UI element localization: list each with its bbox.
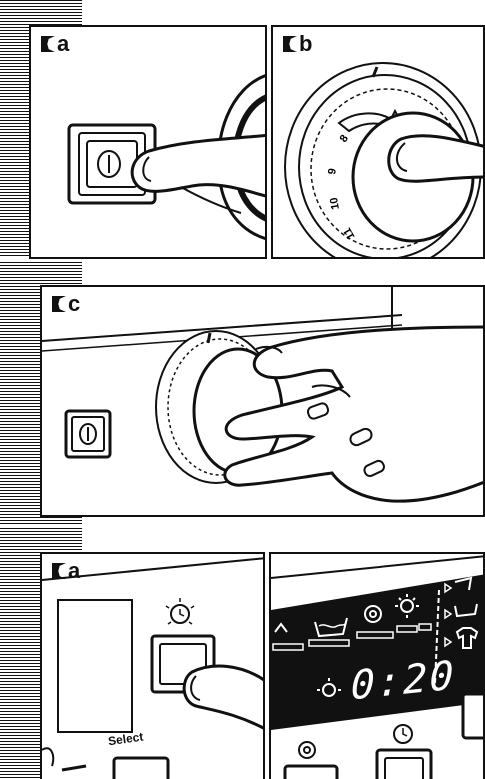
- dial-number: 10: [328, 196, 342, 210]
- panel-a-power-button: a: [29, 25, 267, 259]
- clock-icon: [394, 725, 412, 743]
- power-button-illustration: [31, 27, 267, 259]
- panel-control-display: 0:20 Sel: [269, 552, 485, 779]
- panel-c-dial-turn: c: [40, 285, 485, 517]
- machine-front-illustration: [42, 287, 485, 517]
- panel-b-label: b: [283, 35, 312, 53]
- select-label-partial: Sel: [464, 675, 484, 691]
- timer-button-illustration: [42, 554, 265, 779]
- panel-b-program-dial: b 8 9 10 11: [271, 25, 485, 259]
- panel-a-timer-button: a Select: [40, 552, 265, 779]
- timer-icon: [166, 598, 194, 624]
- spin-icon: [299, 742, 315, 758]
- dial-illustration: 8 9 10 11: [273, 27, 485, 259]
- panel-a-bottom-label: a: [52, 562, 80, 580]
- panel-a-label: a: [41, 35, 69, 53]
- panel-c-label: c: [52, 295, 80, 313]
